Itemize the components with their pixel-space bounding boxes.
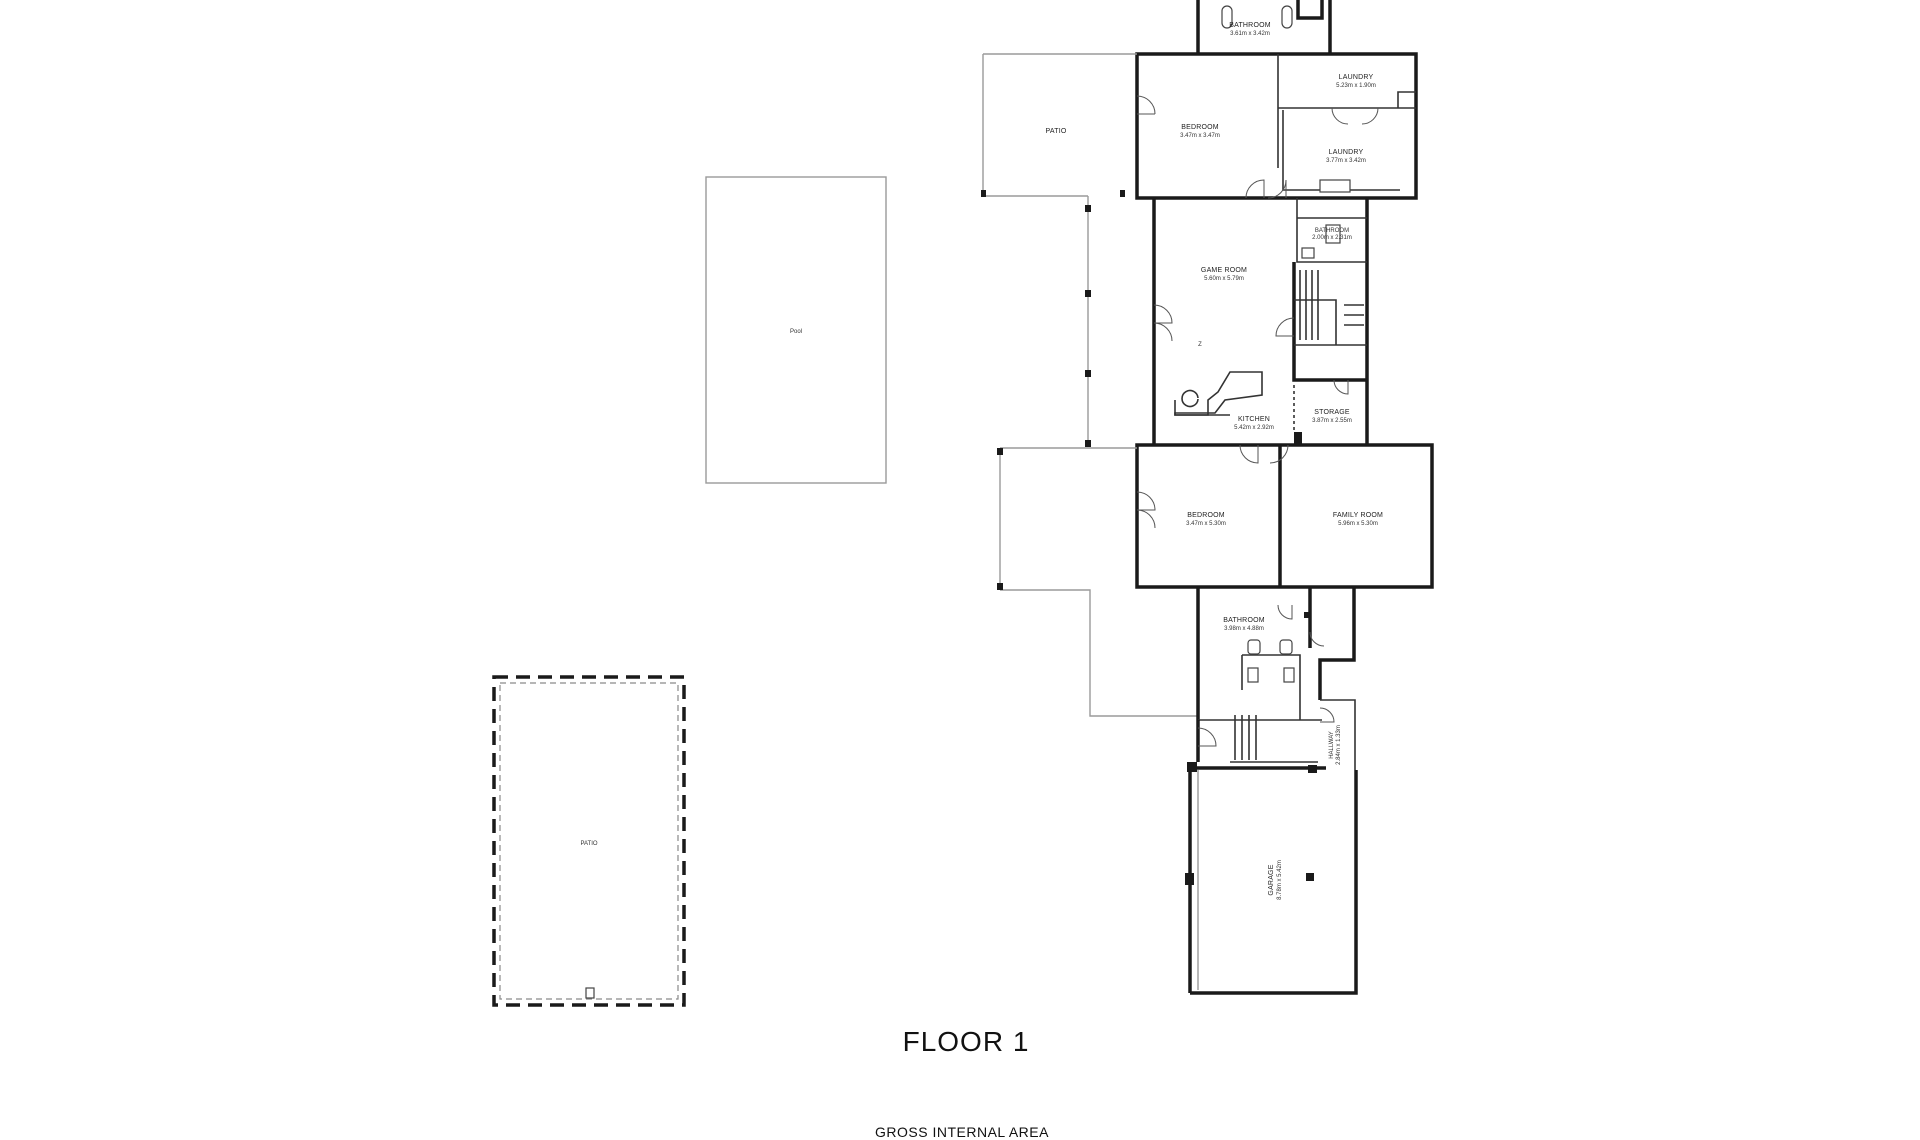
room-bathroom-small: BATHROOM 2.00m x 2.31m: [1312, 228, 1352, 241]
lower-bathroom-walls: [1196, 587, 1356, 721]
room-storage: STORAGE 3.87m x 2.55m: [1312, 409, 1352, 424]
top-block-walls: [1135, 52, 1418, 200]
room-laundry-lower: LAUNDRY 3.77m x 3.42m: [1326, 149, 1366, 164]
room-name: GARAGE: [1268, 864, 1275, 895]
room-dims: 3.47m x 3.47m: [1180, 133, 1220, 139]
room-dims: 3.61m x 3.42m: [1230, 31, 1270, 37]
room-game-room: GAME ROOM 5.60m x 5.79m: [1201, 267, 1247, 282]
room-family-room: FAMILY ROOM 5.96m x 5.30m: [1333, 512, 1383, 527]
room-dims: 3.98m x 4.88m: [1224, 626, 1264, 632]
room-name: PATIO: [580, 841, 597, 847]
room-name: STORAGE: [1314, 409, 1350, 416]
room-name: BEDROOM: [1187, 512, 1225, 519]
room-dims: 5.60m x 5.79m: [1204, 276, 1244, 282]
room-dims: 2.00m x 2.31m: [1312, 235, 1352, 241]
room-dims: 2.84m x 1.33m: [1336, 725, 1342, 765]
room-name: BATHROOM: [1223, 617, 1265, 624]
room-name: BATHROOM: [1315, 228, 1349, 234]
room-name: LAUNDRY: [1339, 74, 1374, 81]
room-dims: 3.87m x 2.55m: [1312, 418, 1352, 424]
room-bedroom-top: BEDROOM 3.47m x 3.47m: [1180, 124, 1220, 139]
room-bedroom-mid: BEDROOM 3.47m x 5.30m: [1186, 512, 1226, 527]
room-name: BATHROOM: [1229, 22, 1271, 29]
room-name: FAMILY ROOM: [1333, 512, 1383, 519]
room-dims: 8.78m x 5.42m: [1277, 860, 1283, 900]
room-dims: 5.42m x 2.92m: [1234, 425, 1274, 431]
room-dims: 5.96m x 5.30m: [1338, 521, 1378, 527]
room-laundry-upper: LAUNDRY 5.23m x 1.90m: [1336, 74, 1376, 89]
room-bathroom-top: BATHROOM 3.61m x 3.42m: [1196, 0, 1332, 54]
room-dims: 5.23m x 1.90m: [1336, 83, 1376, 89]
patio-mid-outline: [997, 447, 1198, 717]
floor-title: FLOOR 1: [903, 1026, 1030, 1057]
room-dims: 3.47m x 5.30m: [1186, 521, 1226, 527]
garage-walls: [1185, 762, 1358, 995]
middle-block-walls: Z: [1152, 198, 1369, 445]
pool: Pool: [705, 176, 887, 484]
gross-internal-area-label: GROSS INTERNAL AREA: [875, 1124, 1049, 1140]
room-bathroom-lower: BATHROOM 3.98m x 4.88m: [1223, 617, 1265, 632]
room-hallway: HALLWAY 2.84m x 1.33m: [1329, 725, 1342, 765]
room-name: HALLWAY: [1329, 731, 1335, 759]
room-name: Pool: [790, 329, 802, 335]
svg-text:Z: Z: [1198, 342, 1202, 348]
room-name: KITCHEN: [1238, 416, 1270, 423]
room-name: GAME ROOM: [1201, 267, 1247, 274]
patio-top: PATIO: [981, 53, 1137, 447]
room-name: PATIO: [1046, 128, 1067, 135]
lower-block-walls: [1135, 443, 1434, 589]
room-garage: GARAGE 8.78m x 5.42m: [1268, 860, 1283, 900]
room-name: LAUNDRY: [1329, 149, 1364, 156]
patio-bottom: PATIO: [492, 675, 686, 1007]
room-kitchen: KITCHEN 5.42m x 2.92m: [1234, 416, 1274, 431]
hallway-walls: [1196, 699, 1356, 770]
room-name: BEDROOM: [1181, 124, 1219, 131]
room-dims: 3.77m x 3.42m: [1326, 158, 1366, 164]
